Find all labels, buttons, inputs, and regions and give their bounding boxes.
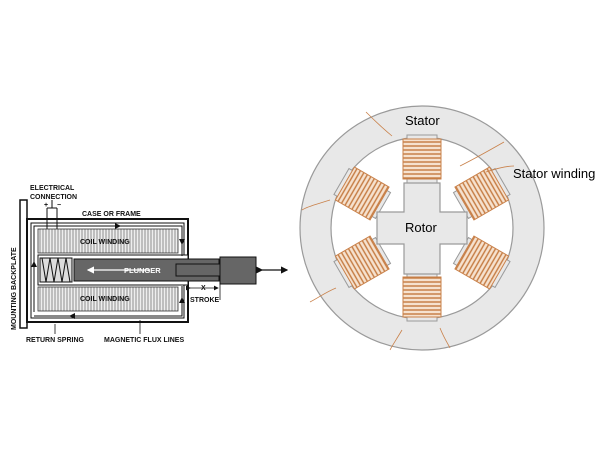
stator-winding <box>402 276 442 318</box>
stator-poles <box>333 134 511 322</box>
electrical-leads <box>46 200 58 229</box>
case-or-frame-label: CASE OR FRAME <box>82 211 141 218</box>
solenoid-diagram: ELECTRICAL CONNECTION + − CASE OR FRAME … <box>11 185 289 344</box>
stator-pole <box>402 272 442 322</box>
stator-winding <box>454 235 510 290</box>
coil-winding-bottom-label: COIL WINDING <box>80 296 130 303</box>
return-spring <box>39 257 73 283</box>
stator-pole <box>402 134 442 184</box>
minus-label: − <box>57 202 61 209</box>
x-label: X <box>201 285 206 292</box>
stroke-indicator <box>186 282 221 300</box>
plunger-head <box>219 256 257 285</box>
electrical-connection-label-2: CONNECTION <box>30 194 77 201</box>
mounting-backplate-label: MOUNTING BACKPLATE <box>11 247 18 330</box>
stator-pole <box>452 235 511 290</box>
stator-winding <box>334 166 390 221</box>
magnetic-flux-lines <box>31 223 185 319</box>
stator-winding <box>454 166 510 221</box>
stator-winding-label: Stator winding <box>513 166 595 181</box>
magnetic-flux-lines-label: MAGNETIC FLUX LINES <box>104 337 184 344</box>
plus-label: + <box>44 202 48 209</box>
stator-winding <box>334 235 390 290</box>
return-spring-label: RETURN SPRING <box>26 337 85 344</box>
motor-diagram: Stator Stator winding Rotor <box>299 105 595 351</box>
coil-winding-bottom-block <box>37 286 179 312</box>
coil-winding-top-label: COIL WINDING <box>80 239 130 246</box>
stator-winding <box>402 138 442 180</box>
stator-label: Stator <box>405 113 440 128</box>
mounting-backplate <box>19 199 28 329</box>
stator-pole <box>452 166 511 221</box>
plunger-label: PLUNGER <box>124 266 161 275</box>
rotor-label: Rotor <box>405 220 437 235</box>
coil-winding-top-block <box>37 228 179 254</box>
stroke-label: STROKE <box>190 297 220 304</box>
winding-lead-wires <box>301 111 515 351</box>
rotor <box>376 182 468 275</box>
stator-pole <box>333 235 392 290</box>
electrical-connection-label-1: ELECTRICAL <box>30 185 75 192</box>
stator-pole <box>333 166 392 221</box>
